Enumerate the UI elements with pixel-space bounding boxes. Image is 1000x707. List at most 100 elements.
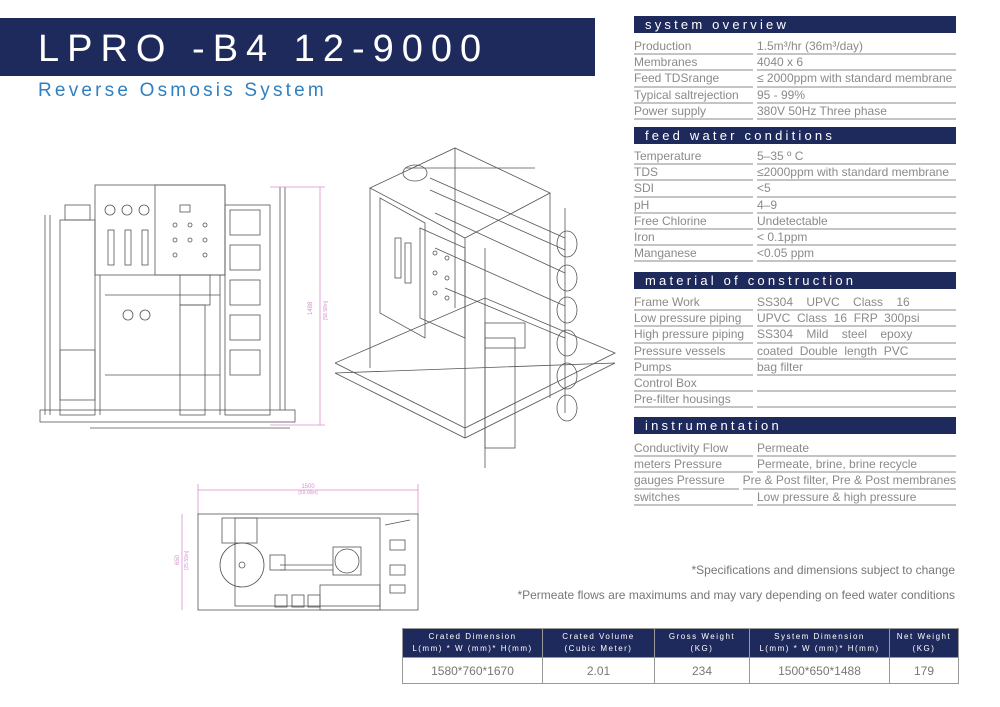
spec-label: gauges Pressure	[634, 473, 739, 490]
front-view-drawing: 1488 [58.58in]	[39, 184, 329, 429]
spec-label: High pressure piping	[634, 327, 753, 344]
spec-value: SS304 Mild steel epoxy	[757, 327, 956, 344]
spec-value: bag filter	[757, 360, 956, 376]
crated-volume-value: 2.01	[542, 657, 655, 684]
header-line: (KG)	[690, 644, 714, 653]
note-specifications: *Specifications and dimensions subject t…	[691, 563, 956, 577]
spec-label: Frame Work	[634, 295, 753, 312]
title-banner: LPRO -B4 12-9000	[0, 18, 595, 76]
spec-value: ≤2000ppm with standard membrane	[757, 165, 956, 182]
spec-value: <0.05 ppm	[757, 246, 956, 263]
length-dim-label: 1500	[301, 484, 315, 490]
spec-label: Membranes	[634, 55, 753, 72]
section-header: material of construction	[634, 272, 956, 289]
spec-value	[757, 392, 956, 409]
spec-value: 4040 x 6	[757, 55, 956, 72]
spec-row: SDI<5	[634, 181, 956, 198]
header-line: Crated Dimension	[428, 632, 517, 641]
spec-value: Undetectable	[757, 214, 956, 230]
header-line: (KG)	[912, 644, 936, 653]
spec-value: 1.5m³/hr (36m³/day)	[757, 39, 956, 56]
spec-value: 380V 50Hz Three phase	[757, 104, 956, 120]
gross-weight-value: 234	[654, 657, 750, 684]
section-header: system overview	[634, 16, 956, 33]
spec-label: Conductivity Flow	[634, 441, 753, 458]
spec-row: Manganese<0.05 ppm	[634, 246, 956, 263]
spec-value: SS304 UPVC Class 16	[757, 295, 956, 312]
width-dim-inch-label: [25.59in]	[184, 550, 190, 570]
spec-value	[757, 376, 956, 393]
spec-label: Manganese	[634, 246, 753, 263]
spec-value: Permeate, brine, brine recycle	[757, 457, 956, 474]
spec-label: switches	[634, 490, 753, 506]
length-dim-inch-label: [59.06in]	[298, 490, 318, 496]
spec-value: 4–9	[757, 198, 956, 214]
net-weight-value: 179	[889, 657, 959, 684]
spec-value: 95 - 99%	[757, 88, 956, 104]
spec-row: TDS≤2000ppm with standard membrane	[634, 165, 956, 182]
spec-label: Production	[634, 39, 753, 56]
header-gross-weight: Gross Weight (KG)	[654, 628, 750, 658]
spec-value: UPVC Class 16 FRP 300psi	[757, 311, 956, 328]
height-dim-inch-label: [58.58in]	[323, 300, 329, 320]
spec-value: ≤ 2000ppm with standard membrane	[757, 71, 956, 88]
spec-value: Low pressure & high pressure	[757, 490, 956, 506]
spec-label: meters Pressure	[634, 457, 753, 474]
spec-table-row: 1580*760*1670 2.01 234 1500*650*1488 179	[402, 657, 959, 684]
header-line: Crated Volume	[562, 632, 635, 641]
spec-label: Low pressure piping	[634, 311, 753, 328]
spec-label: SDI	[634, 181, 753, 198]
spec-label: Feed TDSrange	[634, 71, 753, 88]
header-net-weight: Net Weight(KG)	[889, 628, 959, 658]
product-subtitle: Reverse Osmosis System	[38, 80, 327, 101]
spec-value: <5	[757, 181, 956, 198]
header-line: Gross Weight	[668, 632, 736, 641]
spec-label: Free Chlorine	[634, 214, 753, 230]
spec-value: Pre & Post filter, Pre & Post membranes	[742, 473, 956, 490]
crated-dimension-value: 1580*760*1670	[402, 657, 543, 684]
spec-label: TDS	[634, 165, 753, 182]
product-title: LPRO -B4 12-9000	[38, 28, 490, 70]
system-dimension-value: 1500*650*1488	[749, 657, 890, 684]
spec-label: Power supply	[634, 104, 753, 120]
header-line: L(mm) * W (mm)* H(mm)	[759, 644, 880, 653]
spec-label: Control Box	[634, 376, 753, 393]
note-permeate: *Permeate flows are maximums and may var…	[517, 588, 955, 602]
spec-row: Pre-filter housings	[634, 392, 956, 409]
spec-label: Iron	[634, 230, 753, 247]
spec-row: Feed TDSrange≤ 2000ppm with standard mem…	[634, 71, 956, 88]
spec-label: Temperature	[634, 149, 753, 166]
spec-label: Pressure vessels	[634, 344, 753, 360]
top-view-drawing: 1500 [59.06in] 650 [25.59in]	[175, 484, 419, 611]
section-header: instrumentation	[634, 417, 956, 434]
spec-value: Permeate	[757, 441, 956, 458]
header-crated-volume: Crated Volume (Cubic Meter)	[542, 628, 655, 658]
spec-row: Control Box	[634, 376, 956, 393]
spec-label: Typical saltrejection	[634, 88, 753, 104]
spec-label: Pumps	[634, 360, 753, 376]
spec-label: pH	[634, 198, 753, 214]
header-line: (Cubic Meter)	[564, 644, 633, 653]
spec-value: 5–35 º C	[757, 149, 956, 166]
